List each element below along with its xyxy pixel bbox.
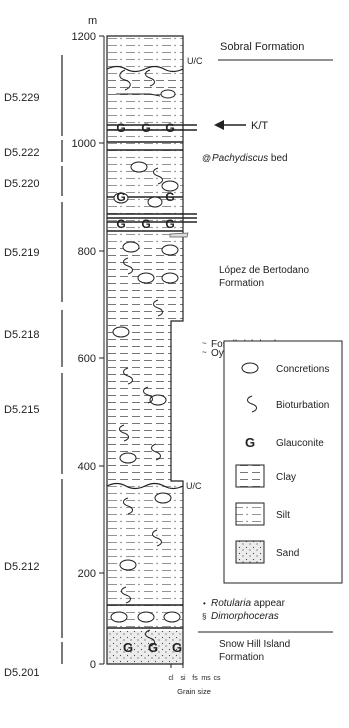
concretion-symbol (241, 362, 259, 374)
tick-label: 1000 (72, 138, 96, 150)
glauconite-mark: G (165, 121, 174, 135)
uc-label-top: U/C (187, 56, 203, 66)
grain-tick-label: fs (192, 675, 198, 682)
legend: Concretions Bioturbation G Glauconite Cl… (223, 340, 343, 584)
bioturbation-symbol (247, 395, 257, 413)
uc-label-mid: U/C (186, 481, 202, 491)
tick-label: 400 (78, 461, 96, 473)
glauconite-mark: G (123, 640, 133, 655)
pachydiscus-name: Pachydiscus (212, 153, 268, 164)
sample-label: D5.229 (4, 92, 39, 104)
legend-concretions: Concretions (276, 364, 329, 375)
snow-hill-formation-label: Snow Hill Island (219, 639, 290, 650)
glauconite-mark: G (116, 190, 125, 204)
legend-clay: Clay (276, 472, 296, 483)
glauconite-mark: G (165, 217, 174, 231)
tick-label: 800 (78, 246, 96, 258)
glauconite-mark: G (165, 190, 174, 204)
kt-arrow (214, 120, 246, 130)
grain-tick-label: si (180, 675, 186, 682)
glauconite-mark: G (148, 640, 158, 655)
svg-text:Rotularia appear: Rotularia appear (211, 598, 286, 609)
legend-bioturbation: Bioturbation (276, 400, 329, 411)
lithology-column: G G G G G G G G G G G (106, 35, 197, 665)
sample-label: D5.212 (4, 561, 39, 573)
legend-silt: Silt (276, 510, 290, 521)
grain-tick-label: ms (201, 675, 211, 682)
sample-label: D5.222 (4, 147, 39, 159)
glauconite-symbol: G (245, 435, 255, 450)
sample-label: D5.219 (4, 247, 39, 259)
sample-label: D5.201 (4, 667, 39, 679)
sand-swatch (235, 540, 265, 564)
snow-hill-formation-label-2: Formation (219, 652, 264, 663)
rotularia-appear-label: appear (251, 598, 286, 609)
pachydiscus-bed-label: bed (268, 153, 287, 164)
rotularia-name: Rotularia (211, 598, 251, 609)
kt-boundary-label: K/T (251, 120, 268, 132)
lopez-formation-label-2: Formation (219, 278, 264, 289)
glauconite-mark: G (141, 121, 150, 135)
grain-size-scale: cl si fs ms cs Grain size (168, 664, 221, 696)
silt-swatch (235, 502, 265, 526)
glauconite-mark: G (116, 121, 125, 135)
oyster-shell-icon: ~ (202, 348, 207, 357)
tick-label: 200 (78, 568, 96, 580)
legend-glauconite: Glauconite (276, 438, 324, 449)
legend-sand: Sand (276, 548, 299, 559)
tick-label: 0 (90, 659, 96, 671)
sobral-formation-label: Sobral Formation (220, 41, 304, 53)
grain-tick-label: cs (214, 675, 222, 682)
lopez-formation-label: López de Bertodano (219, 265, 310, 276)
tick-label: 600 (78, 353, 96, 365)
glauconite-mark: G (172, 640, 182, 655)
grain-size-title: Grain size (177, 687, 211, 696)
tick-label: 1200 (72, 31, 96, 43)
glauconite-mark: G (141, 217, 150, 231)
svg-text:Pachydiscus bed: Pachydiscus bed (212, 153, 288, 164)
ammonite-icon: @ (202, 153, 211, 163)
sample-label: D5.215 (4, 404, 39, 416)
axis-unit: m (88, 15, 97, 27)
depth-axis: m 1200 1000 800 600 400 200 0 (72, 15, 105, 671)
fossil-shell-icon: ~ (202, 339, 207, 348)
sample-label: D5.218 (4, 329, 39, 341)
grain-tick-label: cl (168, 675, 174, 682)
rotularia-icon: • (203, 599, 206, 608)
sample-label: D5.220 (4, 178, 39, 190)
dimorphoceras-label: Dimorphoceras (211, 611, 279, 622)
dimorphoceras-icon: § (202, 612, 206, 621)
glauconite-mark: G (116, 217, 125, 231)
clay-swatch (235, 464, 265, 488)
